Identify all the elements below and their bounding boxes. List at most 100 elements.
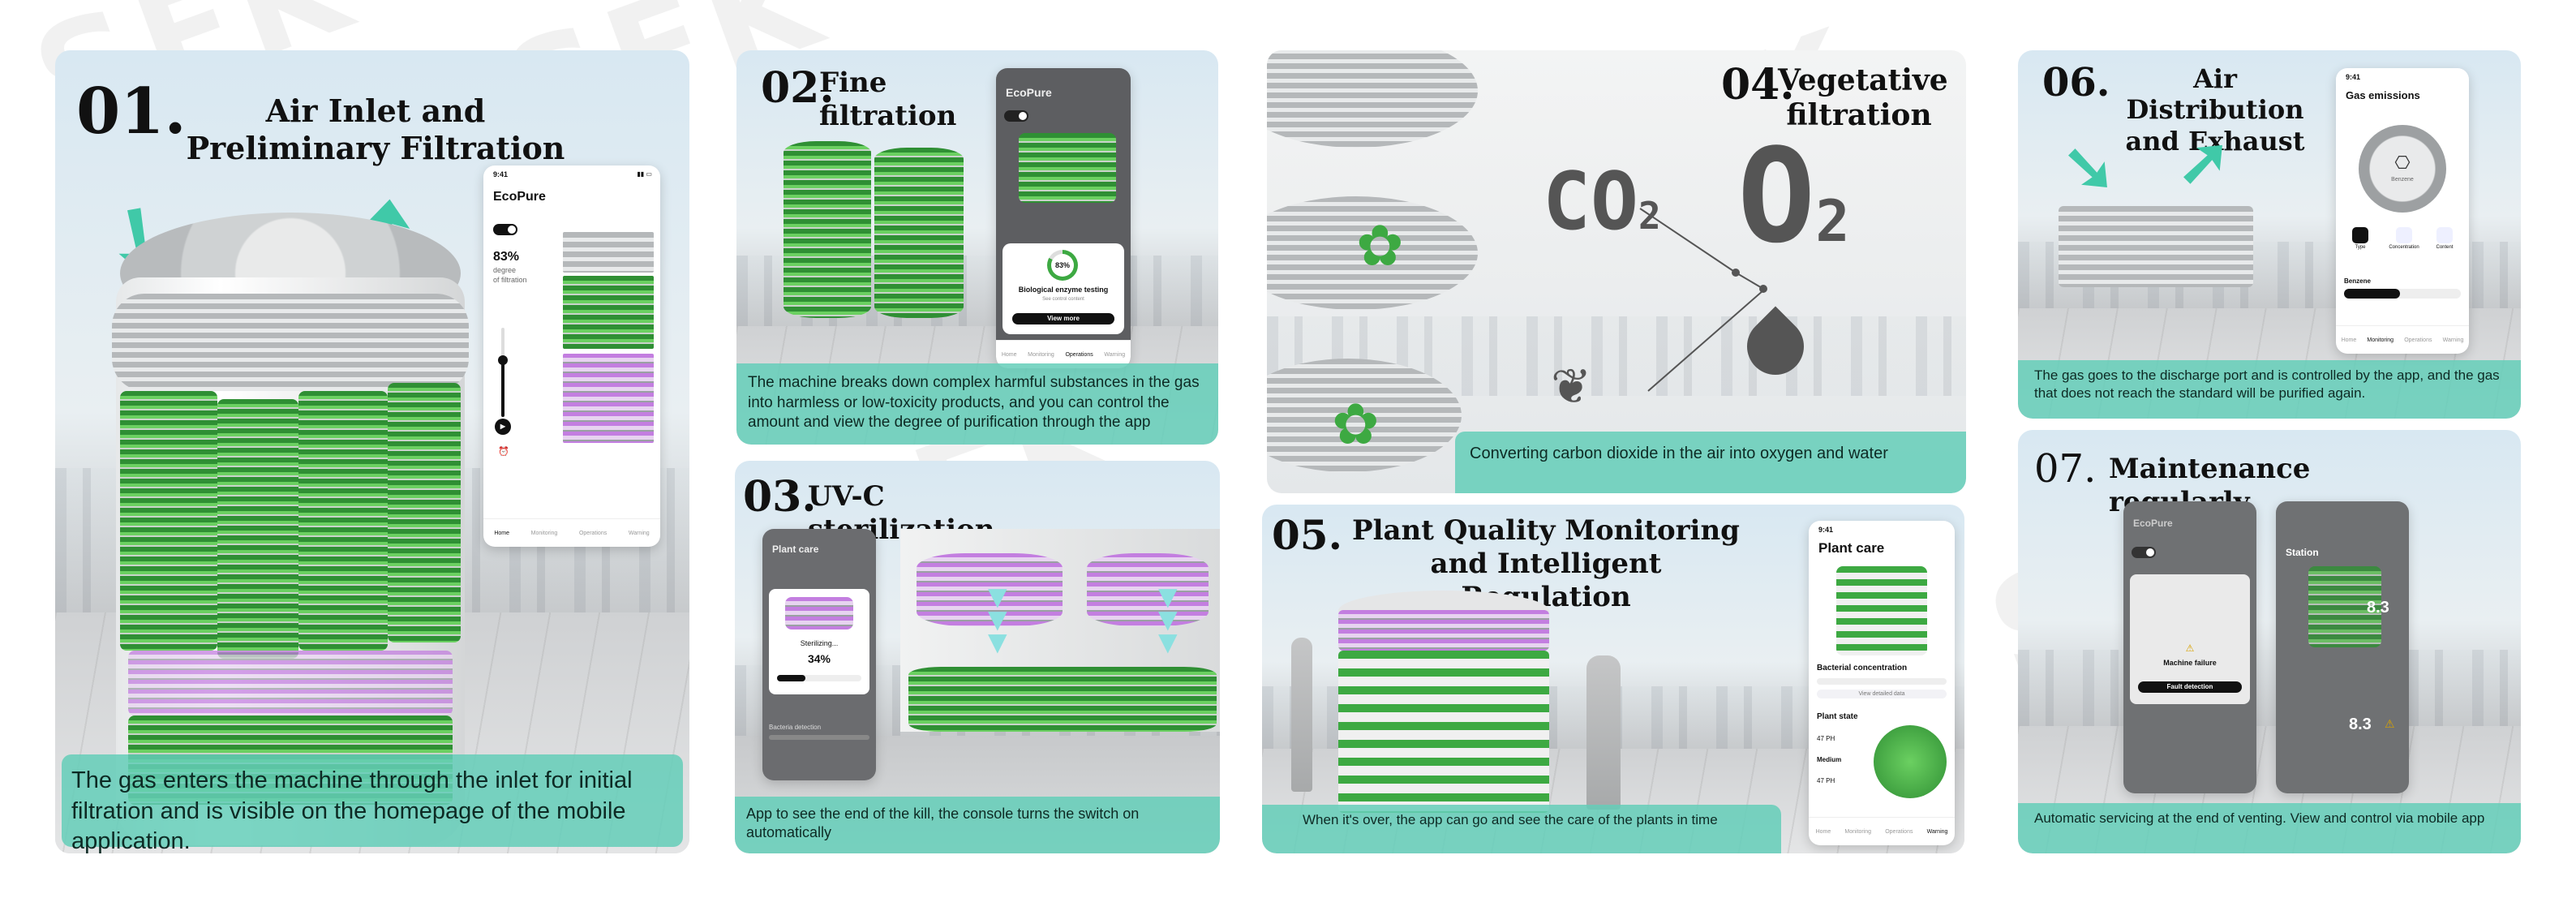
plant-wall-tier	[1267, 196, 1478, 310]
enzyme-card: 83% Biological enzyme testing See contro…	[1002, 243, 1124, 334]
benzene-bar	[2344, 289, 2461, 299]
bacteria-detection-bar	[769, 735, 869, 740]
step-caption: App to see the end of the kill, the cons…	[735, 797, 1220, 853]
filtration-percent: 83%	[493, 250, 520, 264]
person-silhouette-icon	[1586, 655, 1621, 810]
person-silhouette-icon	[1291, 638, 1312, 792]
panel-air-inlet: 01. Air Inlet and Preliminary Filtration…	[55, 50, 689, 853]
tab-bar: Home Monitoring Operations Warning	[1809, 817, 1955, 845]
step-number: 07.	[2034, 446, 2097, 492]
tab-operations[interactable]: Operations	[1065, 351, 1093, 358]
city-background	[2018, 650, 2521, 727]
tab-home[interactable]: Home	[494, 530, 509, 536]
play-button[interactable]: ▶	[495, 419, 511, 435]
molecule-icon: ⎔	[2394, 153, 2411, 173]
view-more-button[interactable]: View more	[1012, 313, 1114, 324]
tab-home[interactable]: Home	[1001, 351, 1017, 358]
uv-light-tray	[1087, 553, 1209, 626]
filter-cylinder	[874, 148, 964, 318]
tab-bar: Home Monitoring Operations Warning	[2336, 325, 2469, 354]
tab-monitoring[interactable]: Monitoring	[530, 530, 558, 536]
filter-preview-middle	[563, 276, 654, 349]
downward-arrow-icon: ▼▼▼	[981, 579, 1014, 660]
card-subtitle: See control content	[1042, 297, 1084, 302]
plant-state-row: 47 PH	[1817, 735, 1835, 742]
tab-home[interactable]: Home	[2341, 337, 2357, 343]
tab-operations[interactable]: Operations	[1885, 828, 1913, 835]
phone-time: 9:41	[493, 170, 509, 178]
filter-preview-bottom	[563, 354, 654, 443]
app-title: EcoPure	[493, 190, 546, 204]
tab-monitoring[interactable]: Monitoring	[1028, 351, 1054, 358]
step-number: 02.	[761, 63, 835, 113]
ecopure-home-screen: 9:41 ▮▮ ▭ EcoPure 83% degree of filtrati…	[483, 165, 660, 547]
step-caption: The gas enters the machine through the i…	[62, 754, 683, 853]
panel-air-distribution: 06. Air Distribution and Exhaust ➘ ➚ 9:4…	[2018, 50, 2521, 419]
battery-icon: ▮▮ ▭	[637, 170, 652, 178]
benzene-dial[interactable]: ⎔ Benzene	[2359, 125, 2446, 213]
tab-warning[interactable]: Warning	[2442, 337, 2464, 343]
power-toggle[interactable]	[2132, 547, 2156, 558]
tab-warning[interactable]: Warning	[628, 530, 650, 536]
filter-preview-top	[563, 232, 654, 273]
tab-operations[interactable]: Operations	[2404, 337, 2432, 343]
plant-wall-tier	[1267, 359, 1462, 472]
dial-label: Benzene	[2391, 177, 2414, 183]
tab-monitoring[interactable]: Monitoring	[1844, 828, 1872, 835]
progress-percent: 83%	[1051, 254, 1074, 277]
uv-light-tray	[917, 553, 1063, 626]
benzene-row-label: Benzene	[2344, 277, 2371, 285]
o2-label: O2	[1737, 120, 1850, 272]
option-type[interactable]: Type	[2344, 227, 2376, 250]
step-title: Vegetative filtration	[1778, 63, 1948, 133]
app-title: Plant care	[1818, 540, 1885, 556]
plant-state-label: Plant state	[1817, 712, 1858, 721]
ecopure-fault-screen: EcoPure ⚠ Machine failure Fault detectio…	[2123, 501, 2256, 793]
plant-icon: ✿	[1356, 214, 1404, 277]
tab-home[interactable]: Home	[1815, 828, 1831, 835]
step-caption: The machine breaks down complex harmful …	[736, 363, 1218, 445]
step-number: 03.	[743, 472, 817, 522]
view-detailed-data-link[interactable]: View detailed data	[1817, 690, 1947, 698]
tab-warning[interactable]: Warning	[1104, 351, 1126, 358]
option-concentration[interactable]: Concentration	[2386, 227, 2422, 250]
fault-detection-button[interactable]: Fault detection	[2138, 681, 2242, 693]
machine-failure-card: ⚠ Machine failure Fault detection	[2130, 574, 2250, 704]
bacteria-detection-label: Bacteria detection	[769, 724, 822, 731]
tab-warning[interactable]: Warning	[1926, 828, 1948, 835]
option-content[interactable]: Content	[2428, 227, 2461, 250]
tab-monitoring[interactable]: Monitoring	[2367, 337, 2394, 343]
concentration-bar	[1817, 678, 1947, 685]
card-title: Biological enzyme testing	[1018, 286, 1109, 294]
warning-icon: ⚠	[2385, 717, 2395, 730]
step-caption: When it's over, the app can go and see t…	[1262, 805, 1781, 853]
filtration-slider[interactable]	[498, 328, 508, 417]
app-title: Station	[2286, 547, 2319, 558]
plant-state-row: Medium	[1817, 756, 1842, 763]
machine-tube-ring	[112, 294, 469, 391]
plant-tray	[908, 667, 1217, 732]
filter-column	[217, 399, 298, 659]
filter-column	[298, 391, 388, 651]
power-toggle[interactable]	[493, 224, 517, 235]
step-title: Air Inlet and Preliminary Filtration	[186, 92, 565, 166]
panel-uvc-sterilization: 03. UV-C sterilization Plant care Steril…	[735, 461, 1220, 853]
power-toggle[interactable]	[1004, 110, 1028, 122]
tab-operations[interactable]: Operations	[578, 530, 608, 536]
panel-plant-monitoring: 05. Plant Quality Monitoring and Intelli…	[1262, 505, 1964, 853]
airflow-arrow-icon: ➚	[2177, 125, 2232, 197]
panel-fine-filtration: 02. Fine filtration EcoPure 83% Biologic…	[736, 50, 1218, 445]
step-title: Fine filtration	[819, 67, 957, 132]
machine-preview	[2308, 566, 2381, 647]
filter-cylinder	[784, 141, 871, 318]
station-screen: Station 8.3 8.3 ⚠	[2276, 501, 2409, 793]
downward-arrow-icon: ▼▼▼	[1152, 579, 1184, 660]
gas-emissions-screen: 9:41 Gas emissions ⎔ Benzene Type Concen…	[2336, 68, 2469, 354]
exhaust-vent	[2059, 206, 2253, 287]
ecopure-enzyme-screen: EcoPure 83% Biological enzyme testing Se…	[996, 68, 1131, 368]
uv-chamber-closeup: ▼▼▼ ▼▼▼	[900, 529, 1220, 732]
sterilizing-percent: 34%	[807, 652, 831, 665]
alarm-icon[interactable]: ⏰	[498, 447, 509, 457]
machine-preview	[1836, 566, 1927, 655]
sterilizing-card: Sterilizing... 34%	[769, 589, 869, 694]
